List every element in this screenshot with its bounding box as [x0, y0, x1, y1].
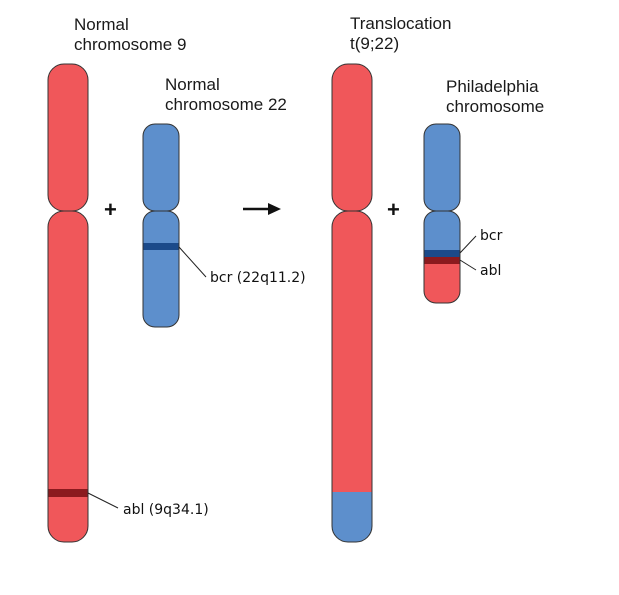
chr22-bcr-band: [143, 243, 179, 250]
ph-q-outline: [423, 210, 461, 304]
normal-chr22-title-line1: Normal: [165, 75, 220, 94]
chr22-q-arm: [143, 211, 179, 327]
normal-chromosome-22: [142, 123, 180, 328]
normal-chr9-title-line2: chromosome 9: [74, 35, 187, 54]
der9-q-outline: [331, 210, 373, 543]
arrow-icon: [243, 203, 281, 215]
chr9-q-outline: [47, 210, 89, 543]
translocation-title: Translocation t(9;22): [350, 14, 451, 54]
philadelphia-chromosome: [423, 123, 461, 304]
bcr-normal-leader: [178, 246, 207, 278]
der9-p-arm: [331, 63, 373, 212]
der9-chr22-segment: [332, 492, 372, 542]
philadelphia-title-line1: Philadelphia: [446, 77, 539, 96]
chr9-p-arm: [47, 63, 89, 212]
normal-chr9-title: Normal chromosome 9: [74, 15, 186, 55]
philadelphia-title: Philadelphia chromosome: [446, 77, 544, 117]
abl-normal-label: abl (9q34.1): [123, 502, 209, 518]
ph-chr9-segment: [424, 257, 460, 303]
bcr-normal-label: bcr (22q11.2): [210, 270, 306, 286]
plus-sign-right: +: [387, 197, 400, 222]
plus-sign-left: +: [104, 197, 117, 222]
bcr-ph-leader: [459, 235, 477, 254]
chr22-q-outline: [142, 210, 180, 328]
ph-abl-band: [424, 257, 460, 264]
ph-p-arm: [423, 123, 461, 212]
normal-chromosome-9: [47, 63, 89, 543]
derivative-chromosome-9: [331, 63, 373, 543]
der9-q-arm: [332, 211, 372, 542]
normal-chr9-title-line1: Normal: [74, 15, 129, 34]
abl-normal-leader: [87, 492, 119, 509]
ph-bcr-band: [424, 250, 460, 257]
chr9-abl-band: [48, 489, 88, 497]
translocation-title-line2: t(9;22): [350, 34, 400, 53]
chr22-p-arm: [142, 123, 180, 212]
bcr-ph-label: bcr: [480, 228, 503, 244]
abl-ph-leader: [459, 259, 477, 271]
translocation-title-line1: Translocation: [350, 14, 452, 33]
philadelphia-title-line2: chromosome: [446, 97, 545, 116]
normal-chr22-title: Normal chromosome 22: [165, 75, 287, 115]
abl-ph-label: abl: [480, 263, 501, 279]
chr9-q-arm: [48, 211, 88, 542]
normal-chr22-title-line2: chromosome 22: [165, 95, 287, 114]
